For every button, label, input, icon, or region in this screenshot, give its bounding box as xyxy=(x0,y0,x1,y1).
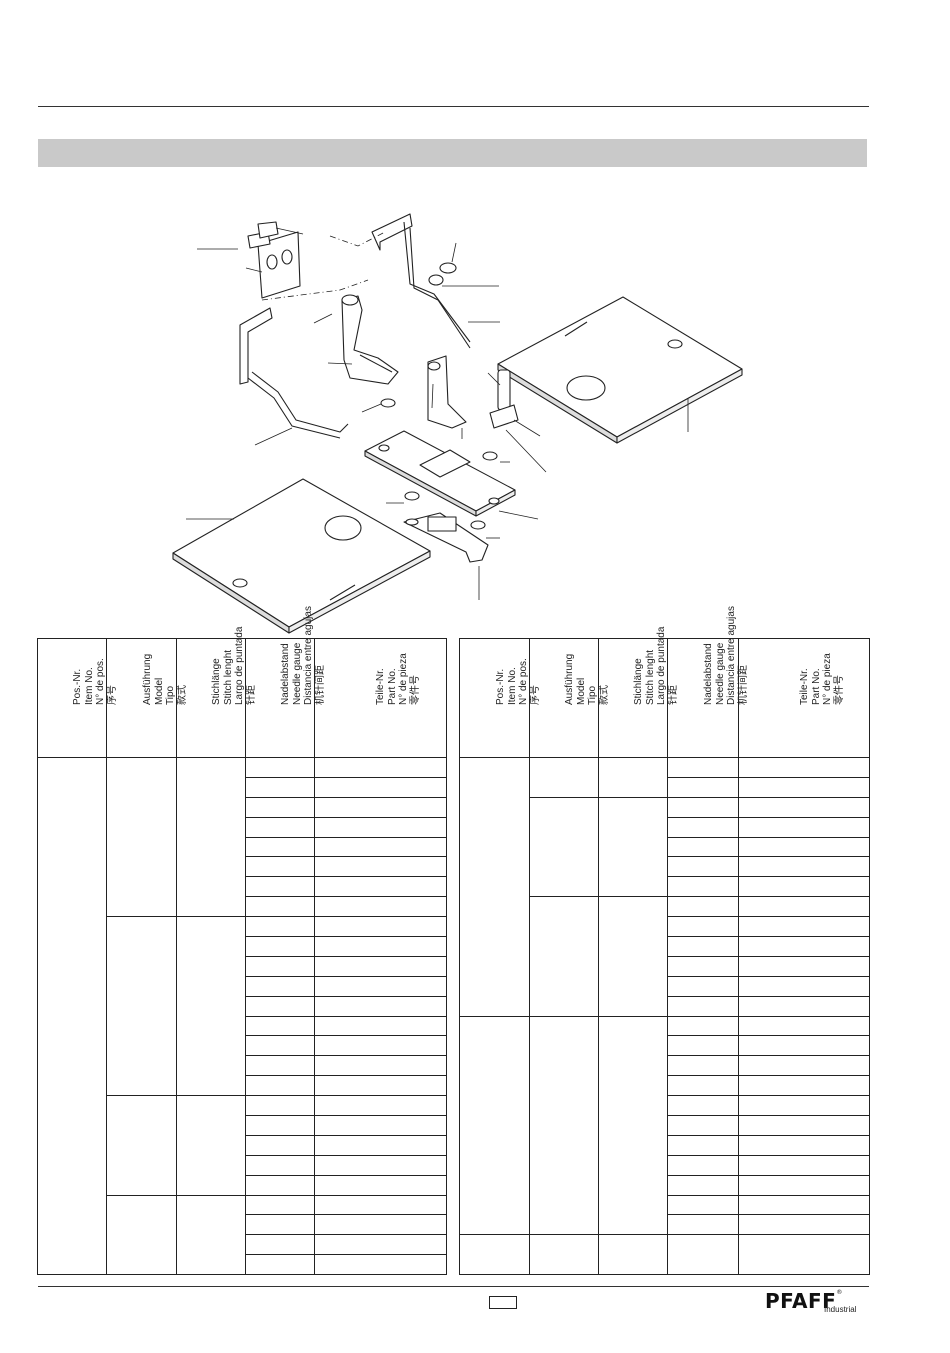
table-row xyxy=(38,1115,447,1136)
table-row xyxy=(38,776,447,798)
table-row xyxy=(460,916,870,938)
table-row xyxy=(460,1115,870,1136)
table-row xyxy=(38,1254,447,1276)
table-row xyxy=(460,975,870,997)
table-row xyxy=(460,936,870,957)
needle-plate xyxy=(364,430,516,517)
header-pos-nr: Pos.-Nr.Item No.N° de pos.序号 xyxy=(459,638,540,758)
table-row xyxy=(38,1154,447,1176)
pfaff-logo-subtitle: Industrial xyxy=(824,1305,857,1314)
table-row xyxy=(38,796,447,818)
table-row xyxy=(38,1194,447,1276)
screws xyxy=(380,262,498,530)
table-row xyxy=(38,1035,447,1057)
presser-foot xyxy=(341,294,399,385)
table-row xyxy=(460,796,870,898)
table-row xyxy=(38,896,447,918)
page-number-box xyxy=(489,1296,517,1309)
edge-guide-foot xyxy=(427,355,467,429)
table-row xyxy=(460,896,870,1017)
table-row xyxy=(460,995,870,1017)
table-row xyxy=(38,1234,447,1256)
table-row xyxy=(460,1095,870,1117)
pfaff-logo: PFAFF® xyxy=(765,1289,843,1313)
table-row xyxy=(459,1234,870,1276)
table-row xyxy=(38,1095,447,1196)
table-row xyxy=(459,757,870,1017)
guide-post xyxy=(489,369,519,429)
top-rule xyxy=(38,106,869,107)
wire-guide-left xyxy=(239,307,349,439)
wire-guide-right xyxy=(371,213,471,349)
mounting-plate xyxy=(247,221,301,299)
table-row xyxy=(460,856,870,878)
table-row xyxy=(38,876,447,898)
parts-illustration xyxy=(172,213,743,634)
slide-plate-right xyxy=(497,296,743,444)
bottom-rule xyxy=(38,1286,869,1287)
section-title-band xyxy=(38,139,867,167)
table-row xyxy=(38,816,447,838)
table-row xyxy=(38,936,447,957)
header-pos-nr: Pos.-Nr.Item No.N° de pos.序号 xyxy=(37,638,118,758)
leader-lines xyxy=(186,227,689,600)
slide-plate-left xyxy=(172,478,431,634)
table-row xyxy=(37,756,447,1276)
table-row xyxy=(38,955,447,977)
table-row xyxy=(459,1015,870,1236)
table-row xyxy=(460,1134,870,1156)
feed-dog xyxy=(403,512,489,563)
